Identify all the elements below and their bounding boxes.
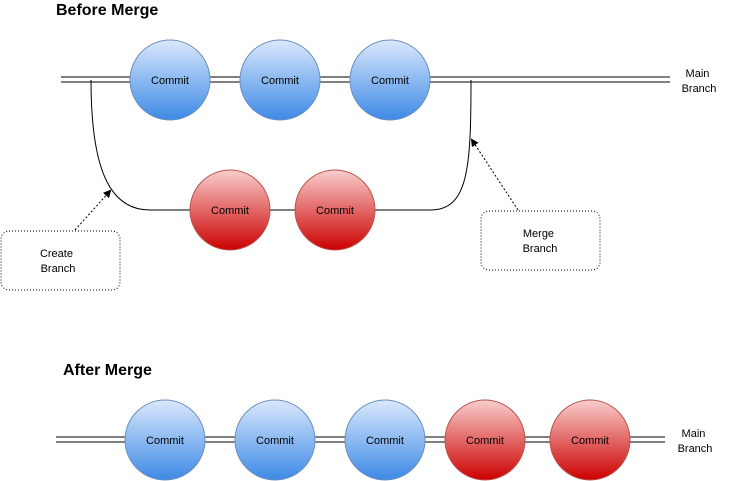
commit-circle-red xyxy=(549,399,631,481)
commit-label: Commit xyxy=(261,75,299,87)
commit-label: Commit xyxy=(371,75,409,87)
before-branch-commits: Commit Commit xyxy=(189,169,376,251)
commit-node: Commit xyxy=(549,399,631,481)
before-main-branch-label: Main Branch xyxy=(682,68,717,95)
commit-circle-blue xyxy=(239,39,321,121)
after-main-branch-label: Main Branch xyxy=(678,428,713,455)
before-merge-title: Before Merge xyxy=(56,2,158,19)
after-commits: Commit Commit Commit Commit Commit xyxy=(124,399,631,481)
commit-node: Commit xyxy=(234,399,316,481)
commit-label: Commit xyxy=(146,435,184,447)
commit-node: Commit xyxy=(239,39,321,121)
commit-circle-red xyxy=(444,399,526,481)
commit-node: Commit xyxy=(124,399,206,481)
commit-label: Commit xyxy=(571,435,609,447)
commit-circle-blue xyxy=(349,39,431,121)
merge-branch-callout: Merge Branch xyxy=(470,138,601,271)
commit-label: Commit xyxy=(256,435,294,447)
create-branch-text: Create Branch xyxy=(40,248,76,275)
commit-circle-blue xyxy=(124,399,206,481)
commit-node: Commit xyxy=(344,399,426,481)
create-branch-arrow xyxy=(74,189,112,231)
commit-circle-blue xyxy=(344,399,426,481)
commit-node: Commit xyxy=(444,399,526,481)
commit-label: Commit xyxy=(466,435,504,447)
commit-circle-red xyxy=(189,169,271,251)
merge-branch-arrow xyxy=(470,138,519,211)
commit-node: Commit xyxy=(294,169,376,251)
commit-node: Commit xyxy=(189,169,271,251)
commit-circle-red xyxy=(294,169,376,251)
feature-branch-path xyxy=(90,79,472,211)
after-merge-title: After Merge xyxy=(63,362,152,379)
create-branch-callout: Create Branch xyxy=(0,189,121,291)
merge-branch-text: Merge Branch xyxy=(523,228,558,255)
commit-label: Commit xyxy=(316,205,354,217)
commit-circle-blue xyxy=(129,39,211,121)
before-main-commits: Commit Commit Commit xyxy=(129,39,431,121)
commit-label: Commit xyxy=(151,75,189,87)
commit-circle-blue xyxy=(234,399,316,481)
commit-node: Commit xyxy=(129,39,211,121)
commit-node: Commit xyxy=(349,39,431,121)
commit-label: Commit xyxy=(211,205,249,217)
commit-label: Commit xyxy=(366,435,404,447)
